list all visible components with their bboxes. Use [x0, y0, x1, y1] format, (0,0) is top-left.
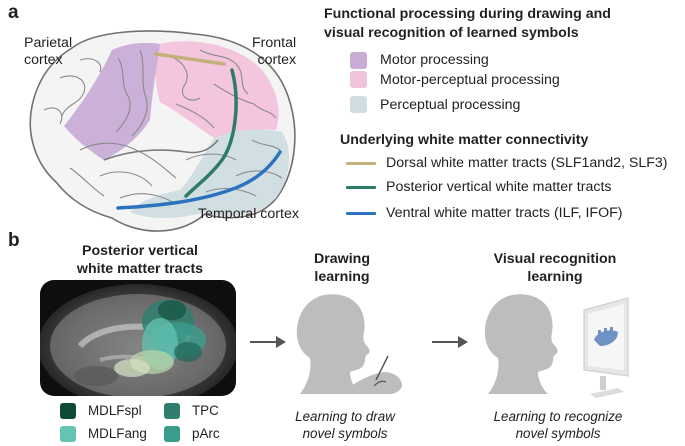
tpc-swatch	[164, 403, 180, 419]
posterior-vertical-tract-swatch	[346, 186, 376, 189]
frontal-label-line2: cortex	[257, 52, 297, 68]
visual-recognition-caption: Learning to recognize novel symbols	[478, 408, 638, 442]
posterior-vertical-tract-label: Posterior vertical white matter tracts	[386, 179, 612, 195]
mdlfspl-label: MDLFspl	[88, 403, 142, 418]
arrow-right-icon-1	[250, 336, 286, 348]
visual-caption-line1: Learning to recognize	[493, 409, 623, 424]
visual-recognition-title: Visual recognition learning	[470, 250, 640, 286]
mdlfspl-swatch	[60, 403, 76, 419]
posterior-vertical-tract-line	[184, 68, 238, 198]
functional-processing-title: Functional processing during drawing and…	[324, 5, 611, 43]
motor-processing-swatch	[350, 52, 367, 69]
dorsal-tract-label: Dorsal white matter tracts (SLF1and2, SL…	[386, 155, 668, 171]
dorsal-tract-line	[154, 52, 226, 66]
drawing-caption: Learning to draw novel symbols	[270, 408, 420, 442]
visual-caption-line2: novel symbols	[515, 426, 601, 441]
functional-title-line2: visual recognition of learned symbols	[324, 25, 579, 41]
arrow-right-icon-2	[432, 336, 468, 348]
frontal-cortex-label: Frontal cortex	[252, 35, 296, 69]
mri-title: Posterior vertical white matter tracts	[40, 242, 240, 278]
drawing-caption-line2: novel symbols	[302, 426, 388, 441]
panel-b-letter: b	[8, 230, 20, 251]
ventral-tract-label: Ventral white matter tracts (ILF, IFOF)	[386, 205, 623, 221]
temporal-cortex-label: Temporal cortex	[198, 206, 299, 222]
mri-tract-cloud	[114, 300, 206, 377]
mdlfang-swatch	[60, 426, 76, 442]
drawing-caption-line1: Learning to draw	[295, 409, 395, 424]
functional-title-line1: Functional processing during drawing and	[324, 6, 611, 22]
visual-title-line1: Visual recognition	[493, 251, 617, 267]
parc-swatch	[164, 426, 180, 442]
motor-perceptual-swatch	[350, 71, 367, 88]
dorsal-tract-swatch	[346, 162, 376, 165]
drawing-learning-title: Drawing learning	[282, 250, 402, 286]
mri-title-line1: Posterior vertical	[82, 243, 198, 259]
drawing-title-line1: Drawing	[314, 251, 370, 267]
visual-title-line2: learning	[527, 269, 583, 285]
parietal-label-line1: Parietal	[24, 35, 73, 51]
tpc-label: TPC	[192, 403, 219, 418]
motor-region	[64, 42, 160, 161]
frontal-region	[155, 41, 279, 138]
mdlfang-label: MDLFang	[88, 426, 147, 441]
mri-brain-image	[40, 280, 236, 396]
viewing-person-silhouette-icon	[484, 294, 558, 394]
connectivity-title: Underlying white matter connectivity	[340, 132, 589, 148]
ventral-tract-swatch	[346, 212, 376, 215]
frontal-label-line1: Frontal	[252, 35, 297, 51]
panel-a-letter: a	[8, 2, 19, 23]
perceptual-processing-swatch	[350, 96, 367, 113]
monitor-icon	[583, 297, 629, 398]
drawing-title-line2: learning	[314, 269, 370, 285]
motor-processing-label: Motor processing	[380, 52, 489, 68]
parc-label: pArc	[192, 426, 220, 441]
visual-recognition-illustration	[484, 294, 629, 398]
motor-perceptual-label: Motor-perceptual processing	[380, 72, 560, 88]
ventral-tract-line	[116, 150, 282, 210]
parietal-label-line2: cortex	[24, 52, 63, 68]
brain-illustration	[29, 30, 296, 232]
parietal-cortex-label: Parietal cortex	[24, 35, 72, 69]
drawing-person-silhouette-icon	[296, 294, 402, 394]
perceptual-processing-label: Perceptual processing	[380, 97, 521, 113]
mri-title-line2: white matter tracts	[76, 261, 204, 277]
